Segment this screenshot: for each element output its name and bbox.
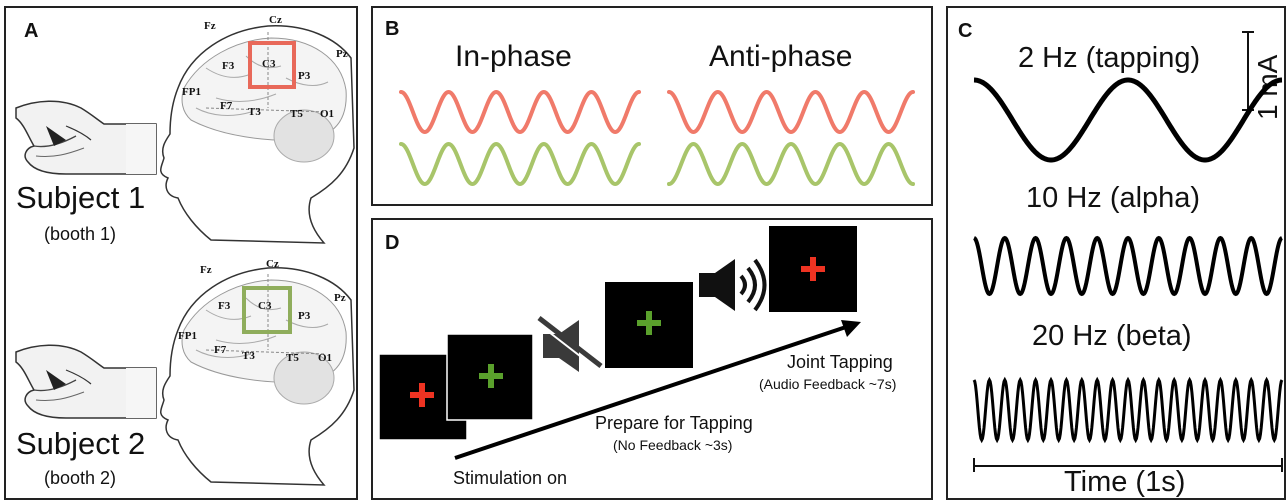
arrow-head bbox=[841, 320, 861, 337]
panel-a: A bbox=[4, 6, 358, 500]
electrode-c3: C3 bbox=[262, 58, 276, 70]
green-cross-icon bbox=[637, 311, 661, 335]
electrode-t5: T5 bbox=[290, 108, 303, 120]
anti-phase-label: Anti-phase bbox=[709, 40, 853, 73]
electrode-cz: Cz bbox=[266, 258, 279, 270]
electrode-cz: Cz bbox=[269, 14, 282, 26]
time-scale-bar bbox=[973, 458, 1283, 472]
wave-20hz bbox=[972, 376, 1284, 444]
subject1-name: Subject 1 bbox=[16, 180, 146, 215]
panel-d: D bbox=[371, 218, 933, 500]
electrode-o1: O1 bbox=[318, 352, 333, 364]
hand-icon bbox=[15, 344, 157, 419]
electrode-p3: P3 bbox=[298, 310, 311, 322]
panel-c: C 2 Hz (tapping) 10 Hz (alpha) 20 Hz (be… bbox=[946, 6, 1286, 500]
speaker-sound-icon bbox=[699, 258, 767, 312]
prepare-label: Prepare for Tapping bbox=[595, 413, 753, 433]
electrode-pz: Pz bbox=[336, 48, 348, 60]
phase-waves bbox=[399, 89, 915, 187]
c3-box-red bbox=[248, 41, 296, 89]
anti-phase-wave-top bbox=[667, 89, 915, 135]
stimulation-on-label: Stimulation on bbox=[453, 468, 568, 488]
electrode-f7: F7 bbox=[220, 100, 233, 112]
electrode-t5: T5 bbox=[286, 352, 299, 364]
red-cross-icon bbox=[410, 383, 434, 407]
electrode-o1: O1 bbox=[320, 108, 335, 120]
electrode-fz: Fz bbox=[204, 20, 216, 32]
timeline-diagram bbox=[378, 226, 861, 460]
in-phase-wave-top bbox=[399, 89, 641, 135]
electrode-fz: Fz bbox=[200, 264, 212, 276]
prepare-sub-label: (No Feedback ~3s) bbox=[613, 437, 733, 453]
scale-bar bbox=[1242, 31, 1254, 111]
green-cross-icon bbox=[479, 364, 503, 388]
wave1-label: 2 Hz (tapping) bbox=[1018, 42, 1201, 74]
panel-d-label: D bbox=[385, 232, 400, 254]
electrode-pz: Pz bbox=[334, 292, 346, 304]
subject2-name: Subject 2 bbox=[16, 426, 146, 461]
red-cross-icon bbox=[801, 257, 825, 281]
hands-and-heads-illustration bbox=[15, 25, 355, 486]
panel-a-label: A bbox=[24, 20, 39, 42]
wave2-label: 10 Hz (alpha) bbox=[1026, 182, 1201, 214]
timeline-arrow bbox=[454, 324, 850, 460]
wave-10hz bbox=[973, 235, 1283, 297]
hand-icon bbox=[15, 100, 157, 175]
anti-phase-wave-bottom bbox=[667, 141, 915, 187]
joint-sub-label: (Audio Feedback ~7s) bbox=[759, 376, 897, 392]
head-outline-subject1 bbox=[160, 25, 355, 244]
head-outline-subject2 bbox=[160, 267, 355, 486]
in-phase-label: In-phase bbox=[455, 40, 572, 73]
time-label: Time (1s) bbox=[1064, 466, 1186, 498]
electrode-p3: P3 bbox=[298, 70, 311, 82]
subject1-booth: (booth 1) bbox=[44, 224, 117, 244]
panel-c-label: C bbox=[958, 20, 973, 42]
electrode-fp1: FP1 bbox=[182, 86, 201, 98]
electrode-f3: F3 bbox=[218, 300, 231, 312]
electrode-fp1: FP1 bbox=[178, 330, 197, 342]
electrode-t3: T3 bbox=[248, 106, 261, 118]
stimulation-waveforms bbox=[972, 31, 1284, 472]
panel-b-label: B bbox=[385, 18, 400, 40]
electrode-t3: T3 bbox=[242, 350, 255, 362]
subject2-booth: (booth 2) bbox=[44, 468, 117, 488]
panel-b: B In-phase Anti-phase bbox=[371, 6, 933, 206]
c3-box-green bbox=[242, 286, 292, 334]
joint-label: Joint Tapping bbox=[787, 352, 893, 372]
screen-2 bbox=[446, 333, 534, 421]
electrode-f3: F3 bbox=[222, 60, 235, 72]
speaker-muted-icon bbox=[535, 316, 603, 372]
in-phase-wave-bottom bbox=[399, 141, 641, 187]
electrode-f7: F7 bbox=[214, 344, 227, 356]
wave3-label: 20 Hz (beta) bbox=[1032, 320, 1192, 352]
wave-2hz bbox=[973, 77, 1283, 163]
electrode-c3: C3 bbox=[258, 300, 272, 312]
